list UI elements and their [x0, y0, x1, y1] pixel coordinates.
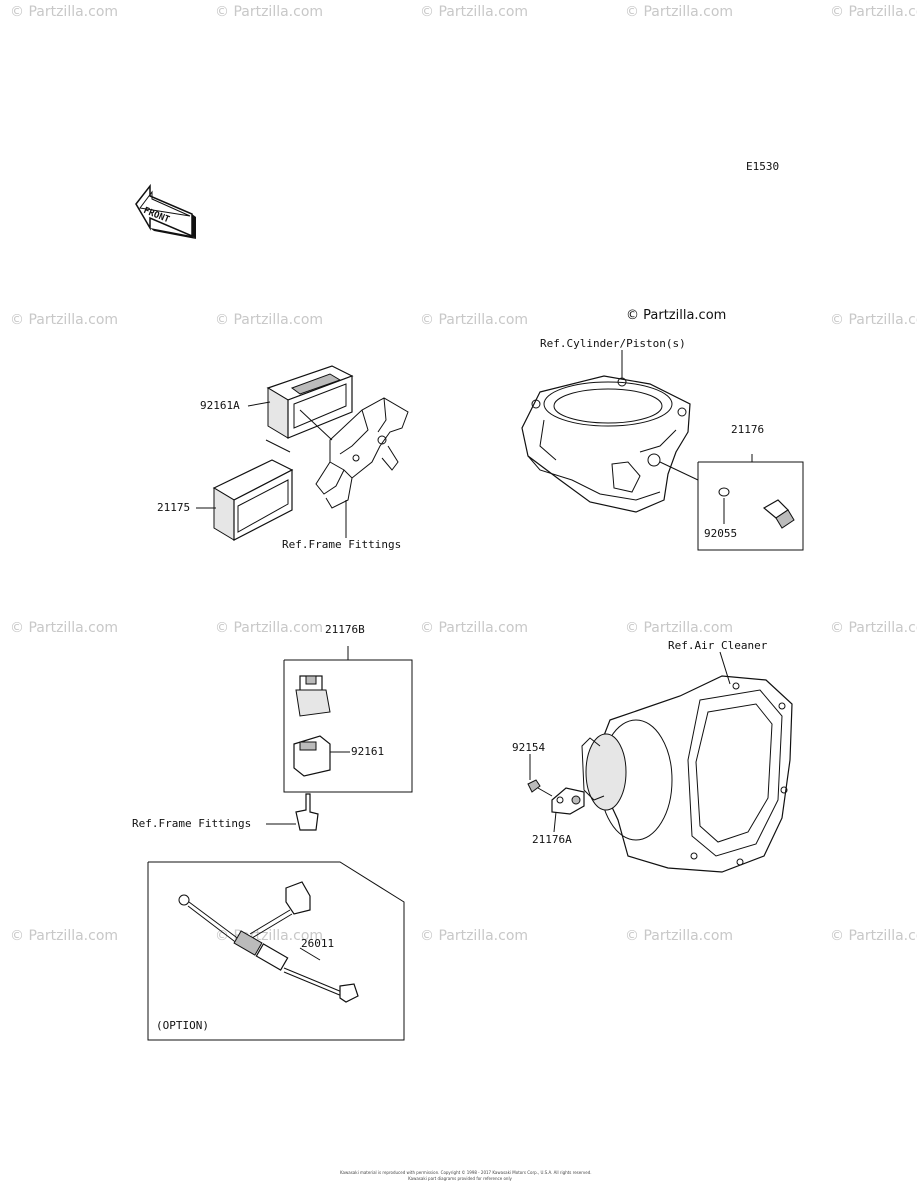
- part-label-92161: 92161: [351, 745, 385, 758]
- watermark: © Partzilla.com: [625, 4, 734, 20]
- front-arrow-icon: [135, 183, 196, 239]
- watermark: © Partzilla.com: [420, 4, 529, 20]
- watermark: © Partzilla.com: [625, 620, 734, 636]
- watermark: © Partzilla.com: [420, 928, 529, 944]
- cylinder-group: [521, 375, 804, 551]
- part-label-92055: 92055: [704, 527, 738, 540]
- footer-line-1: Kawasaki material is reproduced with per…: [340, 1170, 592, 1175]
- air-cleaner-group: [527, 651, 793, 873]
- ref-label-air-cleaner: Ref.Air Cleaner: [668, 639, 768, 652]
- watermark: © Partzilla.com: [215, 312, 324, 328]
- part-label-21176B: 21176B: [325, 623, 365, 636]
- ecu-bracket-group: [196, 365, 409, 541]
- part-label-21175: 21175: [157, 501, 191, 514]
- watermark: © Partzilla.com: [625, 928, 734, 944]
- ref-label-cylinder-piston: Ref.Cylinder/Piston(s): [540, 337, 686, 350]
- watermark: © Partzilla.com: [830, 620, 917, 636]
- diagram-code: E1530: [746, 160, 780, 173]
- part-label-21176: 21176: [731, 423, 765, 436]
- part-label-21176A: 21176A: [532, 833, 572, 846]
- ref-label-frame-fittings-lower: Ref.Frame Fittings: [132, 817, 252, 830]
- part-label-92154: 92154: [512, 741, 546, 754]
- watermark: © Partzilla.com: [420, 620, 529, 636]
- watermark: © Partzilla.com: [830, 928, 917, 944]
- option-label: (OPTION): [156, 1019, 209, 1032]
- watermark: © Partzilla.com: [830, 4, 917, 20]
- watermark: © Partzilla.com: [420, 312, 529, 328]
- ref-label-frame-fittings: Ref.Frame Fittings: [282, 538, 402, 551]
- watermark: © Partzilla.com: [10, 928, 119, 944]
- option-harness-group: [147, 861, 405, 1041]
- watermark: © Partzilla.com: [215, 620, 324, 636]
- connector-group: [266, 646, 413, 831]
- watermark: © Partzilla.com: [10, 312, 119, 328]
- watermark: © Partzilla.com: [10, 4, 119, 20]
- watermark: © Partzilla.com: [215, 4, 324, 20]
- watermark: © Partzilla.com: [10, 620, 119, 636]
- footer-line-2: Kawasaki part diagrams provided for refe…: [408, 1176, 512, 1181]
- watermark: © Partzilla.com: [830, 312, 917, 328]
- copyright-mark: © Partzilla.com: [626, 308, 727, 323]
- part-label-92161A: 92161A: [200, 399, 240, 412]
- part-label-26011: 26011: [301, 937, 335, 950]
